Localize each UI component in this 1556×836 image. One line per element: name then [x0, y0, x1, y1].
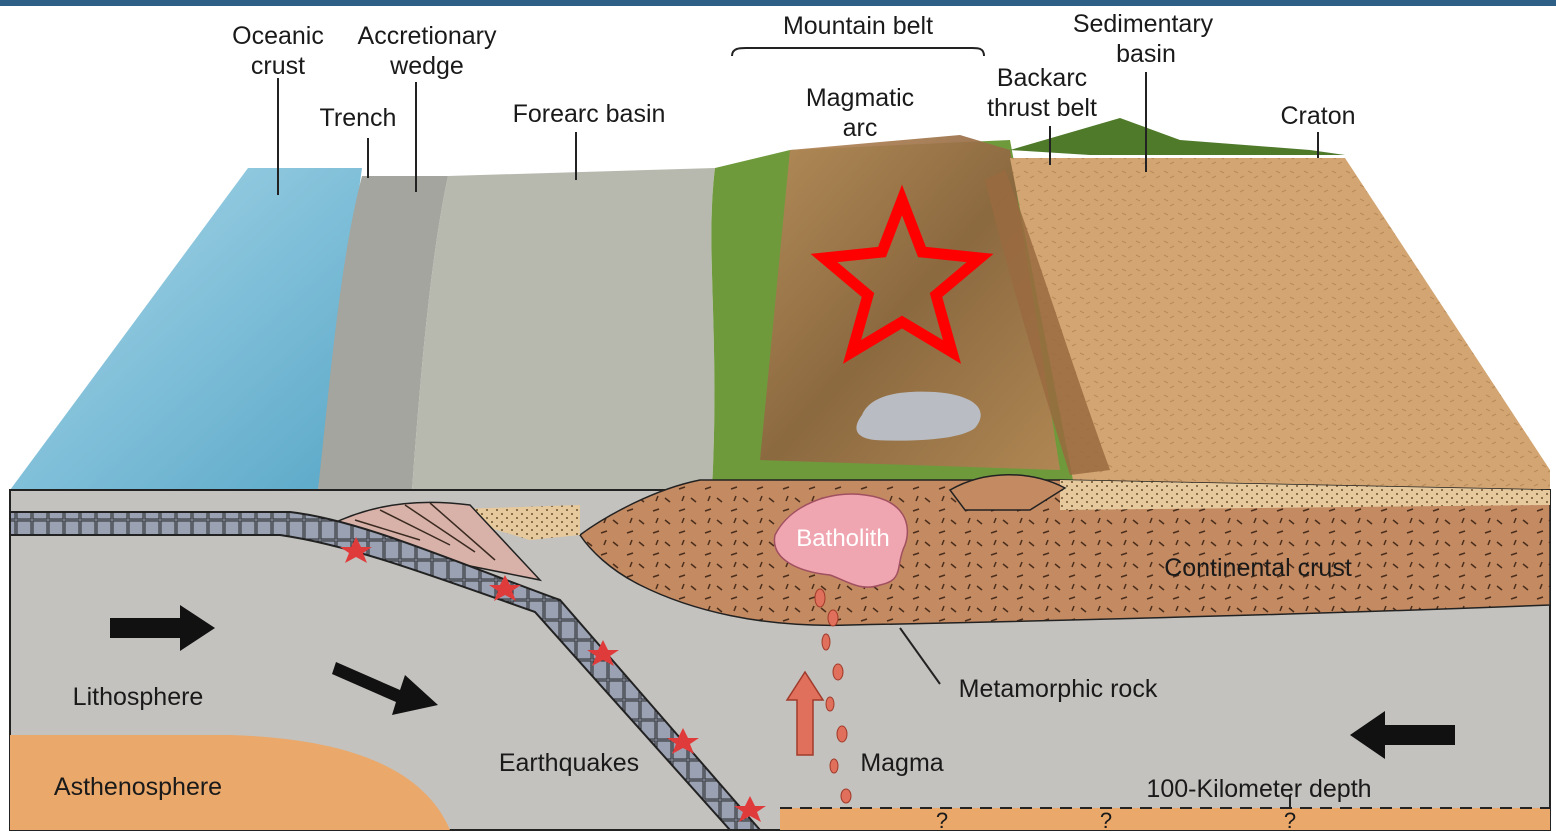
- label-sedimentary-basin-line2: basin: [1116, 40, 1176, 68]
- label-magmatic-arc-line2: arc: [843, 114, 878, 142]
- asthenosphere-right: [780, 808, 1550, 830]
- label-magma: Magma: [860, 749, 943, 777]
- label-asthenosphere: Asthenosphere: [54, 773, 222, 801]
- label-lithosphere: Lithosphere: [73, 683, 204, 711]
- label-oceanic-crust-line2: crust: [251, 52, 305, 80]
- label-batholith: Batholith: [796, 525, 889, 552]
- depth-unknown-marker: ?: [1284, 808, 1296, 833]
- label-accretionary-wedge-line1: Accretionary: [358, 22, 497, 50]
- label-100km-depth: 100-Kilometer depth: [1146, 775, 1371, 803]
- label-craton: Craton: [1280, 102, 1355, 130]
- label-forearc-basin: Forearc basin: [513, 100, 666, 128]
- forearc-basin-surface: [412, 168, 715, 490]
- label-continental-crust: Continental crust: [1164, 554, 1352, 582]
- oceanic-crust-surface: [10, 168, 362, 490]
- label-earthquakes: Earthquakes: [499, 749, 639, 777]
- label-trench: Trench: [320, 104, 397, 132]
- depth-unknown-marker: ?: [936, 808, 948, 833]
- label-sedimentary-basin-line1: Sedimentary: [1073, 10, 1214, 38]
- top-bar: [0, 0, 1556, 6]
- label-magmatic-arc-line1: Magmatic: [806, 84, 914, 112]
- label-accretionary-wedge-line2: wedge: [389, 52, 464, 80]
- label-metamorphic-rock: Metamorphic rock: [959, 675, 1158, 703]
- depth-unknown-marker: ?: [1100, 808, 1112, 833]
- label-backarc-thrust-belt-line2: thrust belt: [987, 94, 1097, 122]
- label-oceanic-crust-line1: Oceanic: [232, 22, 324, 50]
- label-backarc-thrust-belt-line1: Backarc: [997, 64, 1087, 92]
- label-mountain-belt: Mountain belt: [783, 12, 933, 40]
